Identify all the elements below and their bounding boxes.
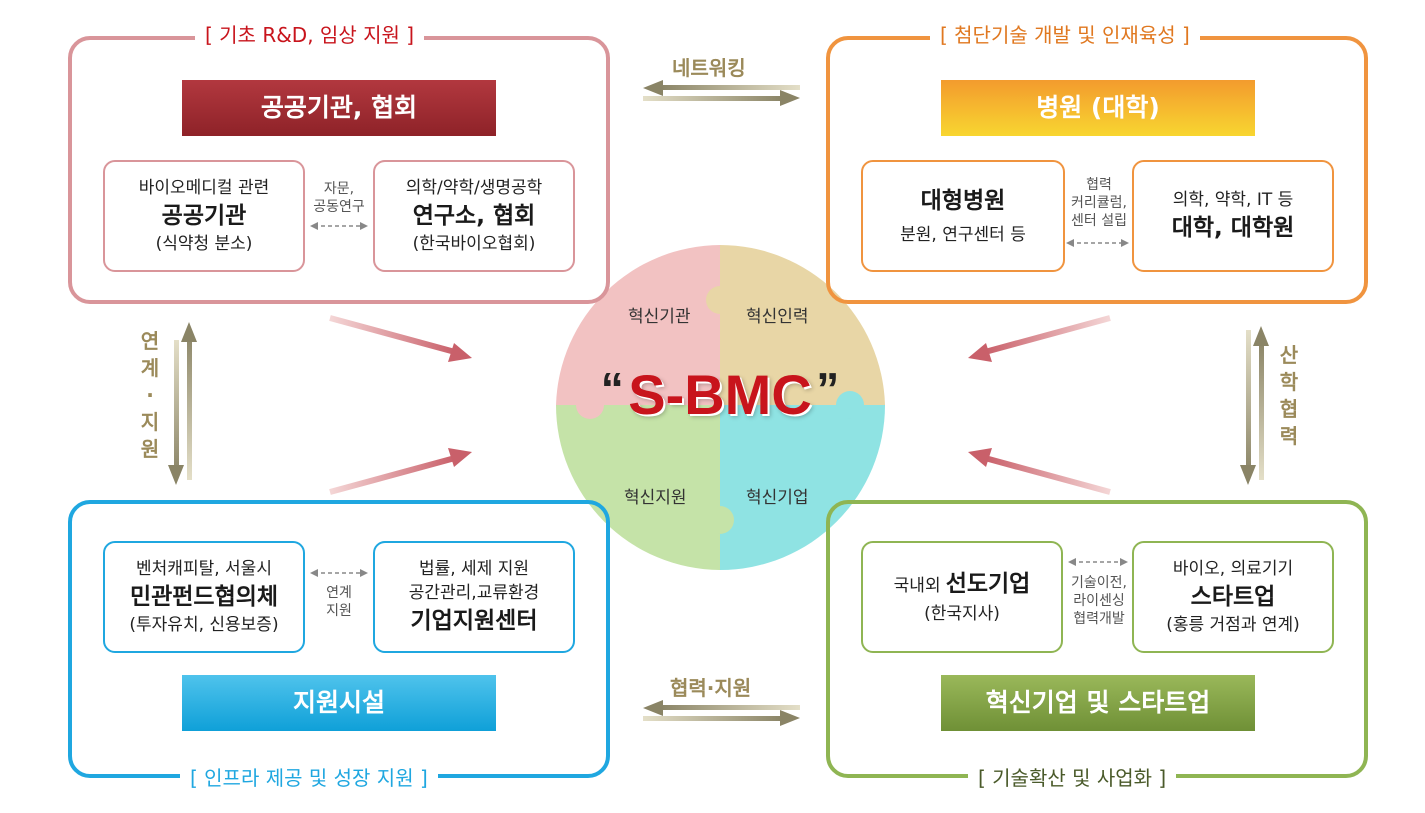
open-quote: “ [600, 363, 624, 415]
card-public-agency: 바이오메디컬 관련 공공기관 (식약청 분소) [103, 160, 305, 272]
center-circle [556, 244, 885, 570]
quadrant-label-institution: 혁신기관 [628, 307, 691, 327]
quadrant-innovation-support [556, 405, 720, 570]
close-quote: ” [816, 363, 840, 415]
link-advisory: 자문,공동연구 [313, 181, 365, 215]
arrow-top-left [329, 315, 472, 362]
header-support-facilities: 지원시설 [182, 675, 496, 731]
label-cooperation: 협력·지원 [670, 676, 752, 700]
quadrant-label-support: 혁신지원 [624, 488, 687, 508]
arrow-bottom-right [968, 448, 1111, 495]
quadrant-innovation-institution [556, 245, 720, 405]
center-title-text: S-BMC [628, 363, 812, 426]
panel-title-infrastructure: [ 인프라 제공 및 성장 지원 ] [180, 765, 438, 791]
quadrant-label-talent: 혁신인력 [746, 307, 809, 327]
quadrant-label-company: 혁신기업 [746, 488, 809, 508]
quadrant-innovation-company [720, 405, 885, 570]
arrow-industry-academia [1240, 326, 1269, 485]
card-public-private-fund: 벤처캐피탈, 서울시 민관펀드협의체 (투자유치, 신용보증) [103, 541, 305, 653]
card-university: 의학, 약학, IT 등 대학, 대학원 [1132, 160, 1334, 272]
quadrant-innovation-talent [720, 244, 885, 405]
panel-title-advanced-tech: [ 첨단기술 개발 및 인재육성 ] [930, 22, 1200, 48]
card-business-support-center: 법률, 세제 지원 공간관리,교류환경 기업지원센터 [373, 541, 575, 653]
arrow-bottom-left [329, 448, 472, 495]
panel-title-basic-rnd: [ 기초 R&D, 임상 지원 ] [195, 22, 425, 48]
card-leading-companies: 국내외 선도기업 (한국지사) [861, 541, 1063, 653]
card-research-institute: 의학/약학/생명공학 연구소, 협회 (한국바이오협회) [373, 160, 575, 272]
header-public-institutions: 공공기관, 협회 [182, 80, 496, 136]
arrow-top-right [968, 315, 1111, 362]
card-startups: 바이오, 의료기기 스타트업 (홍릉 거점과 연계) [1132, 541, 1334, 653]
center-title: “ S-BMC ” [570, 362, 870, 427]
header-innovative-companies: 혁신기업 및 스타트업 [941, 675, 1255, 731]
label-networking: 네트워킹 [672, 56, 746, 80]
arrow-linkage [168, 322, 197, 485]
arrow-networking [643, 80, 800, 106]
card-large-hospital: 대형병원 분원, 연구센터 등 [861, 160, 1065, 272]
panel-title-commercialization: [ 기술확산 및 사업화 ] [968, 765, 1177, 791]
header-hospital: 병원 (대학) [941, 80, 1255, 136]
arrow-cooperation [643, 700, 800, 726]
dashed-connectors [314, 225, 1125, 574]
